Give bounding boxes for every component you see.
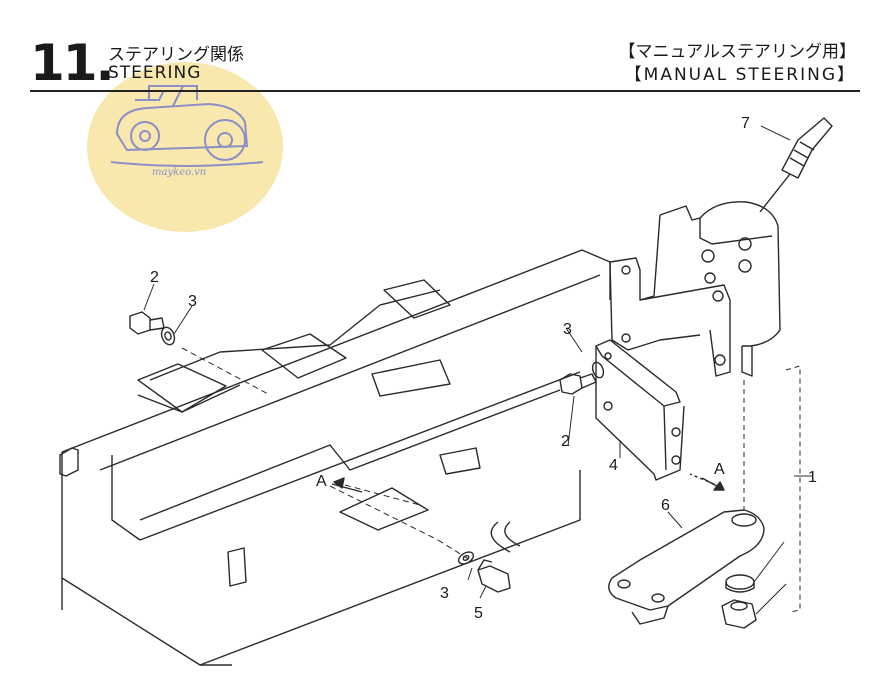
- callout-6: 6: [661, 497, 670, 514]
- section-title-jp: ステアリング関係: [108, 45, 244, 65]
- assembly-line-right: [743, 365, 801, 613]
- part-3-washer-left: [160, 326, 176, 346]
- view-label-a-left: A: [316, 473, 327, 490]
- callout-5: 5: [474, 605, 483, 622]
- view-label-a-right: A: [714, 461, 725, 478]
- callout-4: 4: [609, 457, 618, 474]
- callout-3-left: 3: [188, 293, 197, 310]
- callout-7: 7: [741, 115, 750, 132]
- steering-type-jp: 【マニュアルステアリング用】: [618, 42, 857, 62]
- leader-lines: [143, 125, 812, 615]
- assembly-line-left: [181, 347, 471, 561]
- section-number: 11.: [30, 34, 115, 92]
- header-rule: [30, 90, 860, 92]
- steering-gear-box: [609, 201, 781, 377]
- part-2-bolt-left: [129, 311, 165, 335]
- callout-1: 1: [808, 469, 817, 486]
- part-3-washer-bottom: [457, 551, 475, 565]
- part-4-bracket: [595, 339, 715, 485]
- part-5-bolt: [477, 559, 511, 593]
- callout-3-bottom: 3: [440, 585, 449, 602]
- part-3-washer-right: [591, 361, 605, 379]
- part-7-steering-shaft: [759, 117, 833, 213]
- steering-type-en: 【MANUAL STEERING】: [624, 65, 856, 85]
- part-6-pitman-arm: [608, 509, 765, 625]
- callout-3-right: 3: [563, 321, 572, 338]
- part-2-bolt-right: [559, 373, 597, 395]
- view-arrows: [331, 477, 725, 493]
- watermark-text: maykeo.vn: [152, 167, 207, 178]
- callout-2-left: 2: [150, 269, 159, 286]
- lock-washer-and-nut: [721, 574, 757, 629]
- tractor-logo-icon: [110, 85, 264, 167]
- section-title-en: STEERING: [108, 63, 202, 83]
- callout-2-right: 2: [561, 433, 570, 450]
